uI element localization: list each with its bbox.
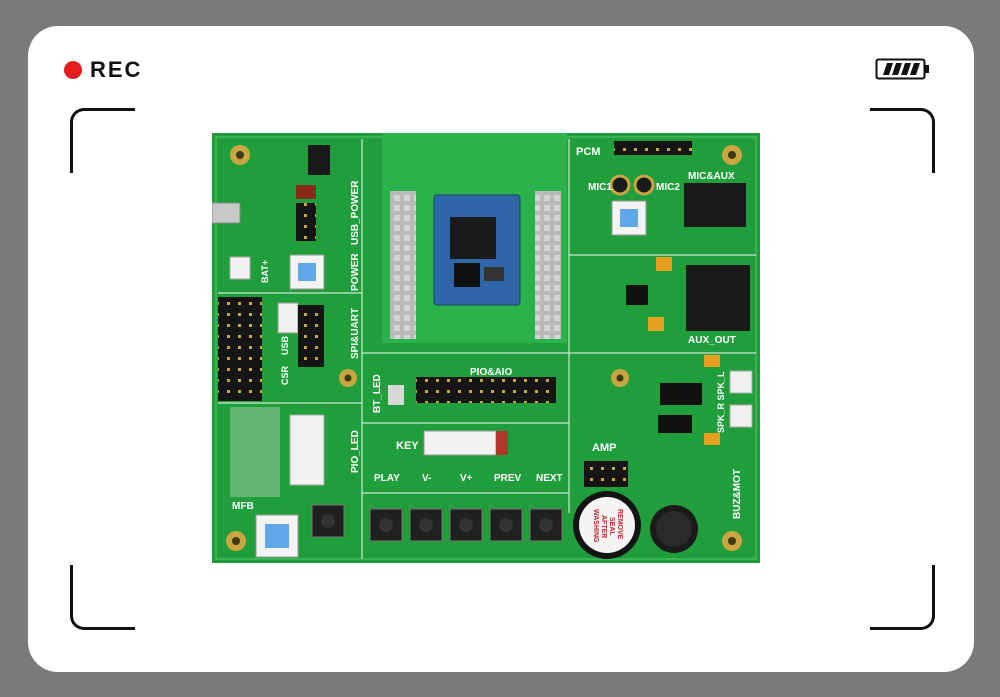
pio-aio-header (416, 377, 556, 403)
viewfinder-corner-bottom-left (70, 565, 135, 630)
label-bat: BAT+ (260, 260, 270, 283)
mic1-icon (609, 174, 631, 196)
buzzer-sticker-line-4: WASHING (592, 509, 599, 543)
buzzer-sticker-line-1: REMOVE (616, 509, 623, 540)
amp-header (584, 461, 628, 487)
recording-indicator: REC (64, 57, 142, 83)
rec-label: REC (90, 57, 143, 82)
label-usb-power: USB_POWER (350, 180, 361, 245)
record-dot-icon (64, 61, 82, 79)
label-amp: AMP (592, 442, 616, 454)
label-mic1: MIC1 (588, 182, 612, 193)
pin-header-left (390, 191, 416, 339)
mic-aux-jack (684, 183, 746, 227)
usb-connector (212, 202, 241, 224)
label-mfb: MFB (232, 501, 254, 512)
pio-led-switch (289, 414, 325, 486)
label-bt-led: BT_LED (372, 374, 383, 413)
viewfinder-corner-bottom-right (870, 565, 935, 630)
tactile-buttons (311, 504, 563, 542)
label-v-plus: V+ (460, 473, 473, 484)
buzzer-sticker-line-2: SEAL (608, 517, 615, 536)
label-play: PLAY (374, 473, 400, 484)
label-pio-aio: PIO&AIO (470, 367, 512, 378)
mounting-hole-icon (226, 145, 742, 551)
mic2-icon (633, 174, 655, 196)
label-pcm: PCM (576, 146, 600, 158)
mfb-button (255, 514, 299, 558)
label-buz-mot: BUZ&MOT (732, 469, 743, 519)
label-aux-out: AUX_OUT (688, 335, 736, 346)
bluetooth-dev-board-photo: PCM MIC1 MIC2 MIC&AUX AUX_OUT PIO&AIO KE… (212, 133, 760, 563)
label-prev: PREV (494, 473, 522, 484)
viewfinder-corner-top-right (870, 108, 935, 173)
label-next: NEXT (536, 473, 563, 484)
label-usb: USB (280, 335, 290, 355)
key-dip-switch (423, 430, 497, 456)
label-mic-aux: MIC&AUX (688, 171, 735, 182)
pin-header-right (535, 191, 561, 339)
battery-icon (875, 58, 929, 80)
label-spi-uart: SPI&UART (350, 308, 361, 359)
label-mic2: MIC2 (656, 182, 680, 193)
label-speaker: SPK_R SPK_L (716, 371, 726, 433)
label-key: KEY (396, 440, 419, 452)
label-pio-led: PIO_LED (350, 430, 361, 473)
viewfinder-corner-top-left (70, 108, 135, 173)
label-csr: CSR (280, 365, 290, 385)
spi-uart-header (218, 297, 262, 401)
pcm-header (614, 141, 692, 155)
aux-out-jack (686, 265, 750, 331)
label-power: POWER (350, 252, 361, 291)
label-v-minus: V- (422, 473, 431, 484)
buzzer-sticker-line-3: AFTER (600, 515, 607, 538)
